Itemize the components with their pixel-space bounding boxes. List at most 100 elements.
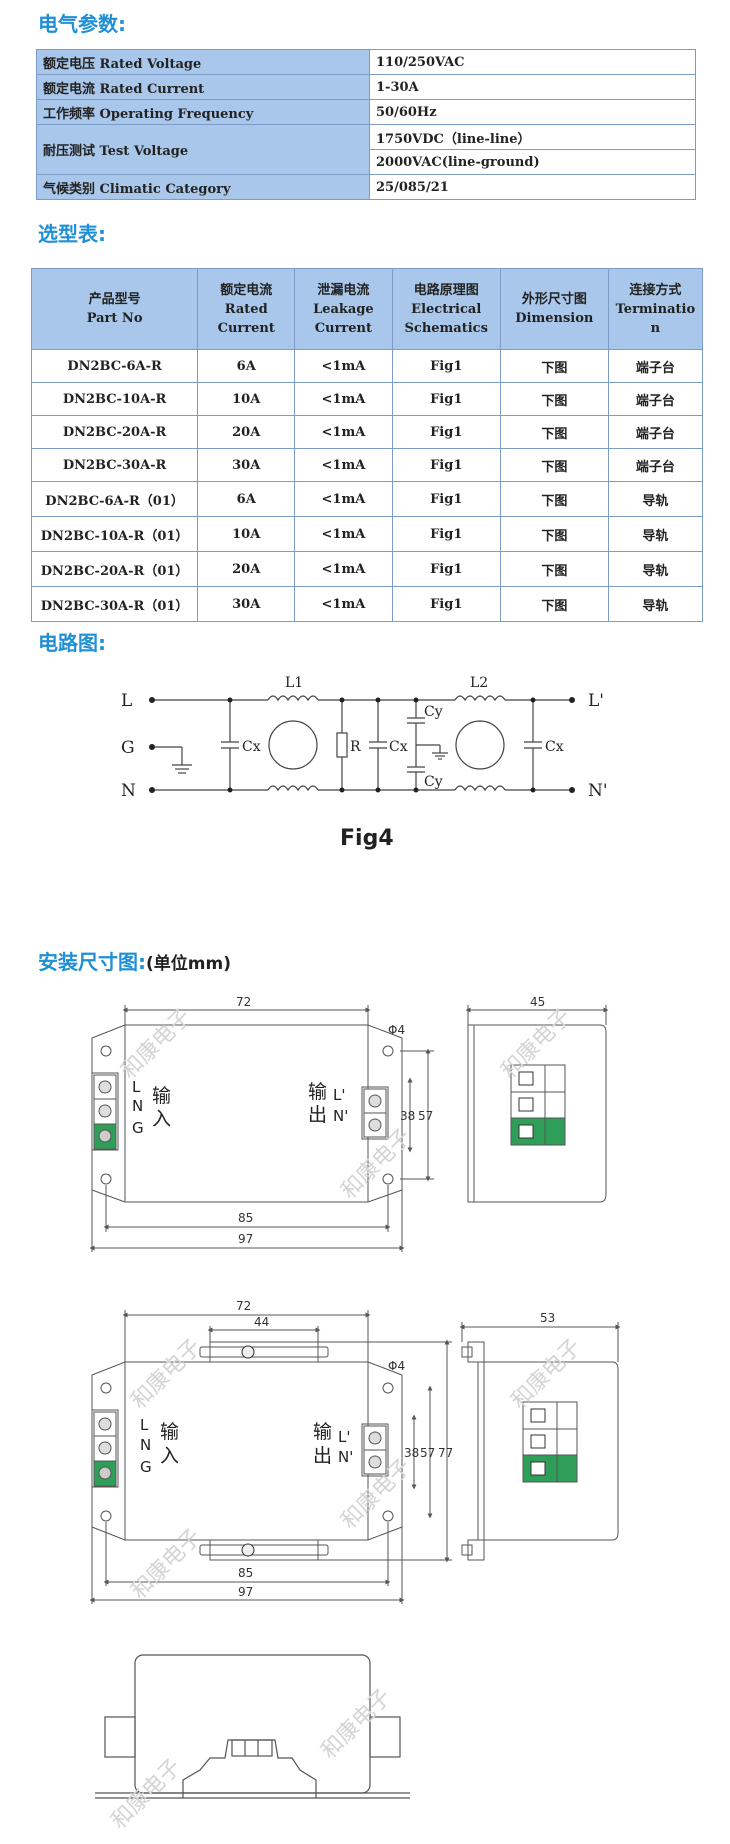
table-cell: DN2BC-6A-R	[30, 349, 199, 383]
table-cell: 下图	[499, 349, 609, 383]
watermark-4: 和康电子	[127, 1334, 207, 1414]
param-label: 气候类别 Climatic Category	[36, 174, 370, 200]
table-cell: <1mA	[294, 448, 393, 482]
dimension-drawings: L N G 输 入 输 出 L' N' 72 85 97 38 57 Φ4 45	[89, 995, 621, 1834]
table-cell: DN2BC-20A-R	[30, 415, 199, 449]
watermark-1: 和康电子	[117, 1004, 197, 1084]
side-terminal-2	[522, 1401, 578, 1483]
table-cell: 下图	[499, 516, 609, 552]
table-cell: Fig1	[391, 349, 501, 383]
table-cell: Fig1	[391, 551, 501, 587]
table-cell: 导轨	[607, 481, 704, 517]
param-label: 额定电压 Rated Voltage	[36, 49, 370, 75]
table-cell: DN2BC-6A-R（01）	[30, 481, 199, 517]
table-cell: <1mA	[294, 382, 393, 416]
label-Cx3: Cx	[545, 739, 564, 755]
term-Np-2: N'	[338, 1448, 353, 1466]
table-cell: 下图	[499, 448, 609, 482]
input-label-2a: 输	[160, 1421, 179, 1443]
table-cell: <1mA	[294, 415, 393, 449]
table-row: 工作频率 Operating Frequency 50/60Hz	[36, 99, 696, 125]
table-cell: Fig1	[391, 516, 501, 552]
terminal-block-2	[93, 1411, 387, 1487]
table-cell: 20A	[197, 551, 296, 587]
table-cell: 下图	[499, 586, 609, 622]
table-cell: DN2BC-20A-R（01）	[30, 551, 199, 587]
table-cell: Fig1	[391, 448, 501, 482]
dim-77: 77	[438, 1446, 453, 1460]
dim-85-b: 85	[238, 1566, 253, 1580]
watermark-7: 和康电子	[127, 1524, 207, 1604]
table-cell: <1mA	[294, 516, 393, 552]
side-view-2	[459, 1322, 621, 1561]
table-cell: <1mA	[294, 349, 393, 383]
output-label-2a: 输	[313, 1421, 332, 1443]
input-label-1a: 输	[152, 1085, 171, 1107]
label-Cy1: Cy	[424, 704, 443, 720]
table-row: 气候类别 Climatic Category 25/085/21	[36, 174, 696, 200]
param-value: 2000VAC(line-ground)	[369, 149, 696, 175]
param-label: 额定电流 Rated Current	[36, 74, 370, 100]
param-value: 50/60Hz	[369, 99, 696, 125]
input-label-1b: 入	[152, 1108, 171, 1130]
label-N-out: N'	[588, 781, 608, 801]
table-cell: 20A	[197, 415, 296, 449]
rail-screws	[241, 1345, 255, 1557]
output-label-1a: 输	[308, 1081, 327, 1103]
install-title: 安装尺寸图:(单位mm)	[38, 950, 231, 974]
table-cell: 30A	[197, 448, 296, 482]
table-cell: 端子台	[607, 349, 704, 383]
table-cell: 30A	[197, 586, 296, 622]
table-cell: 下图	[499, 382, 609, 416]
table-cell: <1mA	[294, 586, 393, 622]
dim-phi-b: Φ4	[388, 1359, 405, 1373]
table-row: 额定电流 Rated Current 1-30A	[36, 74, 696, 100]
param-value: 1750VDC（line-line）	[369, 124, 696, 150]
electrical-params-table: 额定电压 Rated Voltage 110/250VAC 额定电流 Rated…	[36, 49, 696, 200]
table-cell: 端子台	[607, 448, 704, 482]
table-cell: Fig1	[391, 586, 501, 622]
side-view-1	[465, 1005, 609, 1203]
term-Lp-2: L'	[338, 1428, 350, 1446]
table-cell: DN2BC-30A-R（01）	[30, 586, 199, 622]
term-Np-1: N'	[333, 1107, 348, 1125]
table-cell: DN2BC-10A-R（01）	[30, 516, 199, 552]
dim-72-a: 72	[236, 995, 251, 1009]
figure-caption: Fig4	[340, 826, 394, 851]
term-L-2: L	[140, 1416, 149, 1434]
table-cell: DN2BC-10A-R	[30, 382, 199, 416]
dim-53: 53	[540, 1311, 555, 1325]
label-L2: L2	[470, 675, 488, 691]
table-cell: DN2BC-30A-R	[30, 448, 199, 482]
dim-45: 45	[530, 995, 545, 1009]
dim-57-b: 57	[420, 1446, 435, 1460]
label-N: N	[121, 781, 136, 801]
table-cell: 下图	[499, 415, 609, 449]
table-cell: 端子台	[607, 382, 704, 416]
dim-97-a: 97	[238, 1232, 253, 1246]
select-title: 选型表:	[38, 222, 106, 246]
param-value: 110/250VAC	[369, 49, 696, 75]
output-label-1b: 出	[308, 1104, 327, 1126]
table-cell: 10A	[197, 516, 296, 552]
label-G: G	[121, 738, 135, 758]
term-Lp-1: L'	[333, 1086, 345, 1104]
table-row: 额定电压 Rated Voltage 110/250VAC	[36, 49, 696, 75]
circuit-diagram: L G N L' N' L1 L2 Cx R Cx Cy Cy Cx Fig4	[121, 675, 608, 851]
circuit-title: 电路图:	[38, 631, 106, 655]
side-terminal-1	[510, 1064, 566, 1146]
table-cell: <1mA	[294, 481, 393, 517]
table-cell: <1mA	[294, 551, 393, 587]
table-cell: 6A	[197, 349, 296, 383]
table-row: 耐压测试 Test Voltage 1750VDC（line-line）	[36, 124, 696, 175]
table-cell: Fig1	[391, 481, 501, 517]
